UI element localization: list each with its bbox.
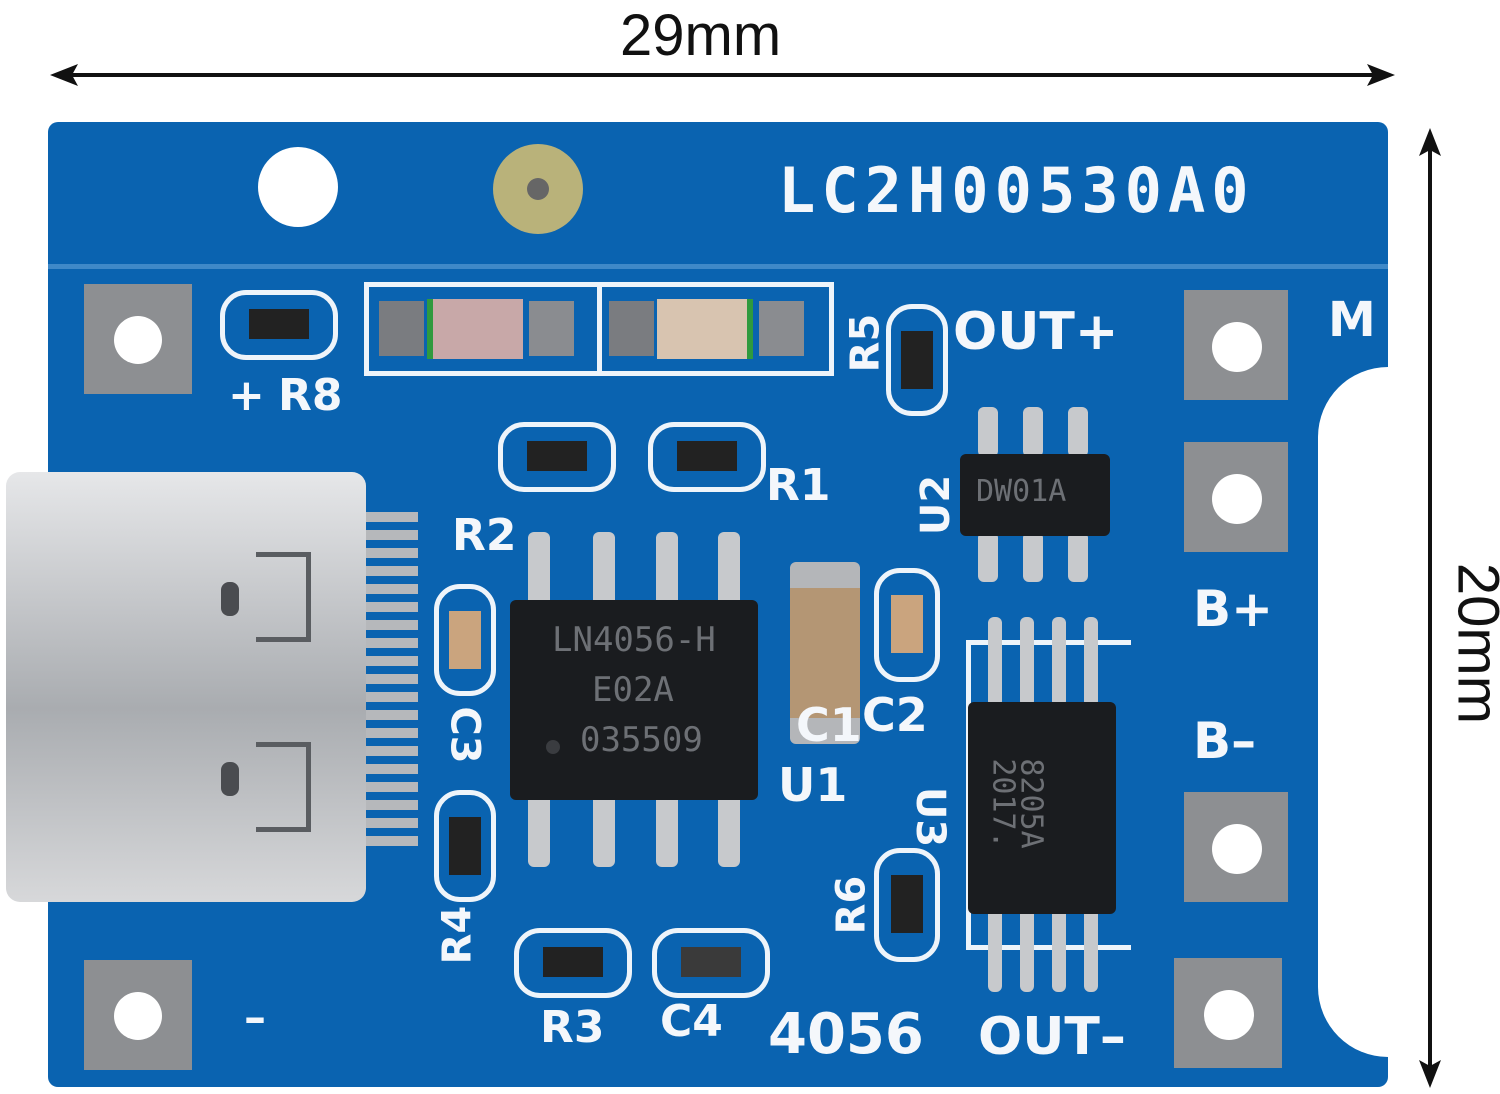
r3-label: R3 (540, 1002, 605, 1053)
out-minus-label: OUT– (978, 1007, 1126, 1067)
c2-outline (874, 568, 940, 682)
c4-outline (652, 928, 770, 998)
board-notch (1318, 367, 1398, 1057)
width-dimension-label: 29mm (620, 3, 782, 68)
b-minus-pad (1184, 792, 1288, 902)
c3-outline (434, 584, 496, 696)
board-divider (48, 264, 1388, 269)
c1-capacitor (790, 562, 860, 744)
r3-outline (514, 928, 632, 998)
board-serial: LC2H00530A0 (778, 154, 1255, 227)
led-block (364, 282, 834, 376)
green-led (657, 299, 753, 359)
c1-label: C1 (796, 698, 862, 752)
input-minus-label: – (244, 992, 266, 1043)
b-plus-label: B+ (1193, 580, 1274, 638)
height-arrow (1419, 128, 1441, 1088)
m-label: M (1328, 292, 1376, 348)
c4-label: C4 (660, 996, 723, 1047)
input-plus-pad (84, 284, 192, 394)
u3-chip: 8205A 2017. (968, 702, 1116, 914)
model-label: 4056 (768, 1002, 924, 1067)
pcb-board: LC2H00530A0 + – M OUT+ B+ B– OUT– 4056 R… (6, 122, 1398, 1087)
r8-outline (220, 290, 338, 360)
u3-line-2: 2017. (985, 758, 1021, 849)
out-plus-label: OUT+ (953, 302, 1119, 362)
u3-label: U3 (907, 786, 954, 848)
width-arrow (50, 64, 1395, 86)
b-plus-pad (1184, 442, 1288, 552)
u2-label: U2 (913, 474, 960, 536)
u2-line: DW01A (976, 474, 1067, 509)
via-pad (493, 144, 583, 234)
out-plus-pad (1184, 290, 1288, 400)
u1-line-2: E02A (592, 670, 674, 710)
b-minus-label: B– (1193, 712, 1257, 770)
r5-label: R5 (842, 313, 889, 373)
r4-label: R4 (434, 905, 481, 965)
usb-pins (366, 512, 418, 852)
input-minus-pad (84, 960, 192, 1070)
u1-line-1: LN4056-H (552, 620, 716, 660)
r6-label: R6 (828, 875, 875, 935)
r1-outline (648, 422, 766, 492)
r4-outline (434, 790, 496, 902)
out-minus-pad (1174, 958, 1282, 1068)
u1-label: U1 (778, 758, 848, 812)
red-led (427, 299, 523, 359)
mounting-hole (258, 147, 338, 227)
r2-label: R2 (452, 510, 517, 561)
u2-chip: DW01A (960, 454, 1110, 536)
height-dimension-label: 20mm (1445, 562, 1500, 725)
usb-c-connector (6, 472, 366, 902)
r1-label: R1 (766, 460, 831, 511)
c3-label: C3 (441, 706, 488, 764)
c2-label: C2 (862, 688, 928, 742)
r8-label: R8 (278, 370, 343, 421)
r6-outline (874, 848, 940, 962)
r5-outline (886, 304, 948, 416)
u1-line-3: 035509 (580, 720, 703, 760)
r2-outline (498, 422, 616, 492)
input-plus-label: + (228, 370, 265, 421)
u1-chip: LN4056-H E02A 035509 (510, 600, 758, 800)
